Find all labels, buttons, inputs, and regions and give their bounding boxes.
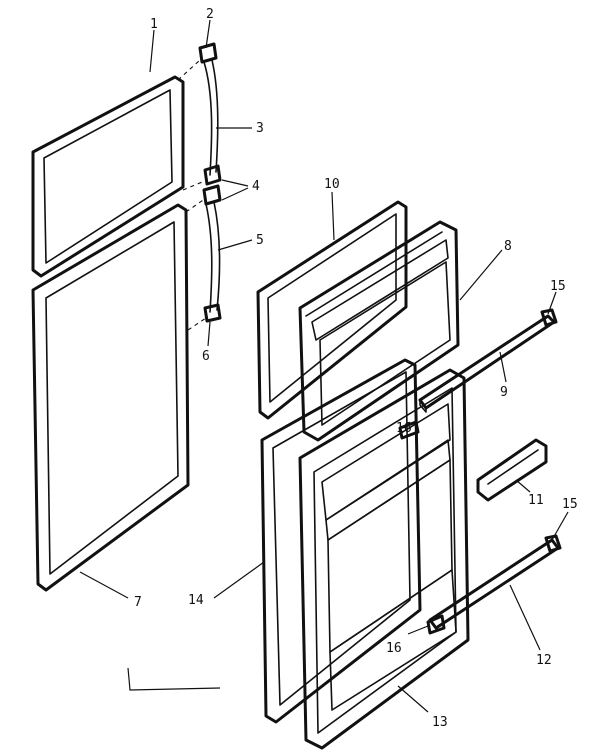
baseline-mark bbox=[127, 667, 221, 691]
callout-9: 9 bbox=[500, 385, 508, 400]
callout-16-lower: 16 bbox=[386, 641, 402, 656]
leader-lines bbox=[79, 19, 569, 713]
lower-door-gasket bbox=[31, 203, 190, 592]
alignment-line bbox=[182, 179, 208, 191]
dairy-shelf bbox=[476, 438, 548, 502]
upper-door-gasket bbox=[31, 75, 185, 278]
upper-shelf-bar bbox=[418, 314, 556, 413]
lower-hinge-strip bbox=[202, 184, 222, 323]
upper-liner-gasket bbox=[256, 200, 408, 420]
callout-7: 7 bbox=[134, 595, 142, 610]
lower-liner-gasket bbox=[260, 358, 422, 724]
callout-10: 10 bbox=[324, 177, 340, 192]
callout-14: 14 bbox=[188, 593, 204, 608]
callout-11: 11 bbox=[528, 493, 544, 508]
alignment-line bbox=[177, 59, 201, 81]
shelf-retainer-clip bbox=[398, 420, 420, 440]
callout-8: 8 bbox=[504, 239, 512, 254]
alignment-line bbox=[185, 197, 207, 213]
shelf-end-cap bbox=[544, 534, 562, 553]
lower-door-liner bbox=[298, 368, 470, 750]
callout-15-upper: 15 bbox=[550, 279, 566, 294]
callout-13: 13 bbox=[432, 715, 448, 730]
callout-3: 3 bbox=[256, 121, 264, 136]
lower-shelf-bar bbox=[428, 538, 560, 630]
upper-hinge-strip bbox=[198, 42, 222, 186]
callout-15-lower: 15 bbox=[562, 497, 578, 512]
callout-16-upper: 16 bbox=[396, 421, 412, 436]
callout-2: 2 bbox=[206, 7, 214, 22]
callout-12: 12 bbox=[536, 653, 552, 668]
callout-6: 6 bbox=[202, 349, 210, 364]
upper-door-liner bbox=[298, 220, 460, 442]
callout-1: 1 bbox=[150, 17, 158, 32]
callout-5: 5 bbox=[256, 233, 264, 248]
alignment-line bbox=[187, 317, 207, 331]
shelf-retainer-clip bbox=[426, 614, 446, 635]
callout-4: 4 bbox=[252, 179, 260, 194]
